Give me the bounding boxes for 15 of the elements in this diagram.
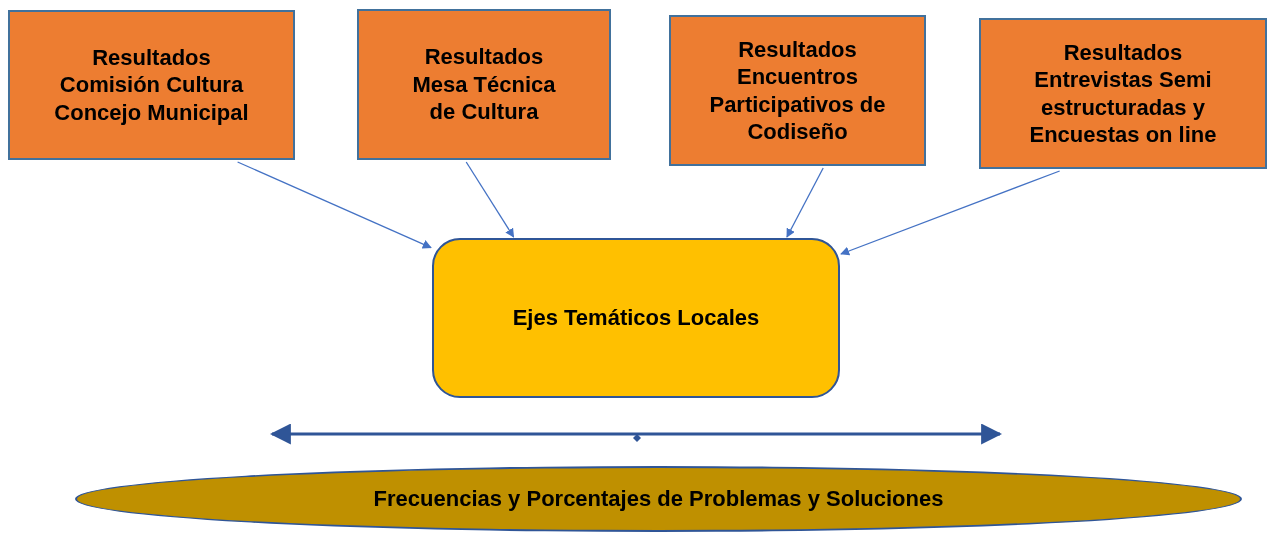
node-label: Frecuencias y Porcentajes de Problemas y Soluciones xyxy=(373,485,944,513)
process-box xyxy=(979,18,1267,169)
node-label: Resultados Comisión Cultura Concejo Municipal xyxy=(53,43,250,127)
arrow xyxy=(236,161,432,249)
node-label: Resultados Mesa Técnica de Cultura xyxy=(411,43,557,126)
node-label: Resultados Entrevistas Semi estructuradas y Encuestas on line xyxy=(1028,38,1218,149)
process-box xyxy=(357,9,611,160)
process-box xyxy=(8,10,295,160)
node-label: Ejes Temáticos Locales xyxy=(512,304,760,332)
process-box xyxy=(669,15,926,166)
node-label: Resultados Encuentros Participativos de Codiseño xyxy=(708,35,887,146)
arrow xyxy=(786,167,824,238)
rounded-box xyxy=(432,238,840,398)
arrow xyxy=(840,170,1061,256)
arrow xyxy=(465,161,515,238)
